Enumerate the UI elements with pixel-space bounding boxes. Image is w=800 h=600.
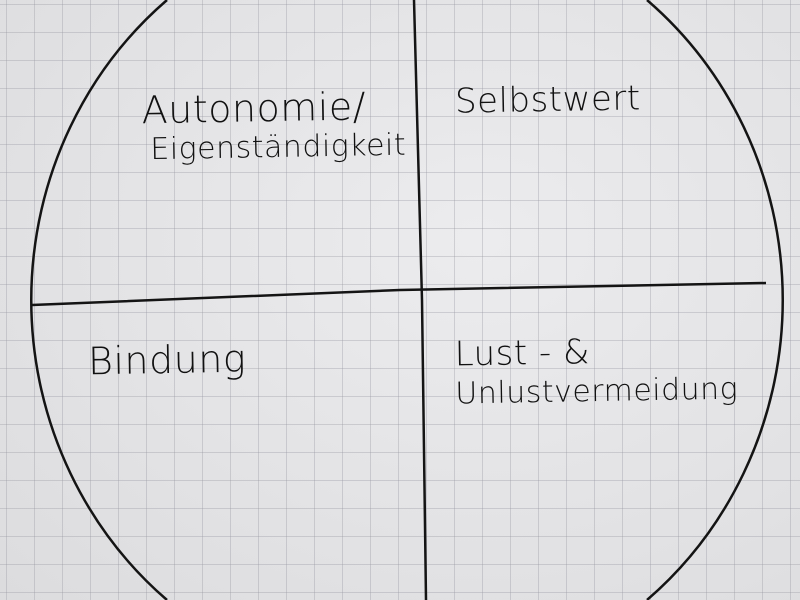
quadrant-selbstwert: Selbstwert (455, 78, 641, 121)
horizontal-divider (31, 281, 767, 307)
circle-left-arc (30, 0, 168, 600)
vertical-divider (412, 0, 428, 600)
label-line: Lust - & (454, 332, 591, 375)
quadrant-bindung: Bindung (87, 336, 247, 384)
label-line: Autonomie/ (141, 84, 367, 133)
label-line: Eigenständigkeit (150, 127, 407, 168)
circle-right-arc (646, 0, 784, 600)
quadrant-lust: Lust - & Unlustvermeidung (454, 330, 738, 415)
label-line: Bindung (87, 336, 247, 384)
label-line: Selbstwert (454, 78, 641, 122)
label-line: Unlustvermeidung (455, 371, 739, 412)
quadrant-autonomie: Autonomie/ Eigenständigkeit (141, 84, 407, 171)
